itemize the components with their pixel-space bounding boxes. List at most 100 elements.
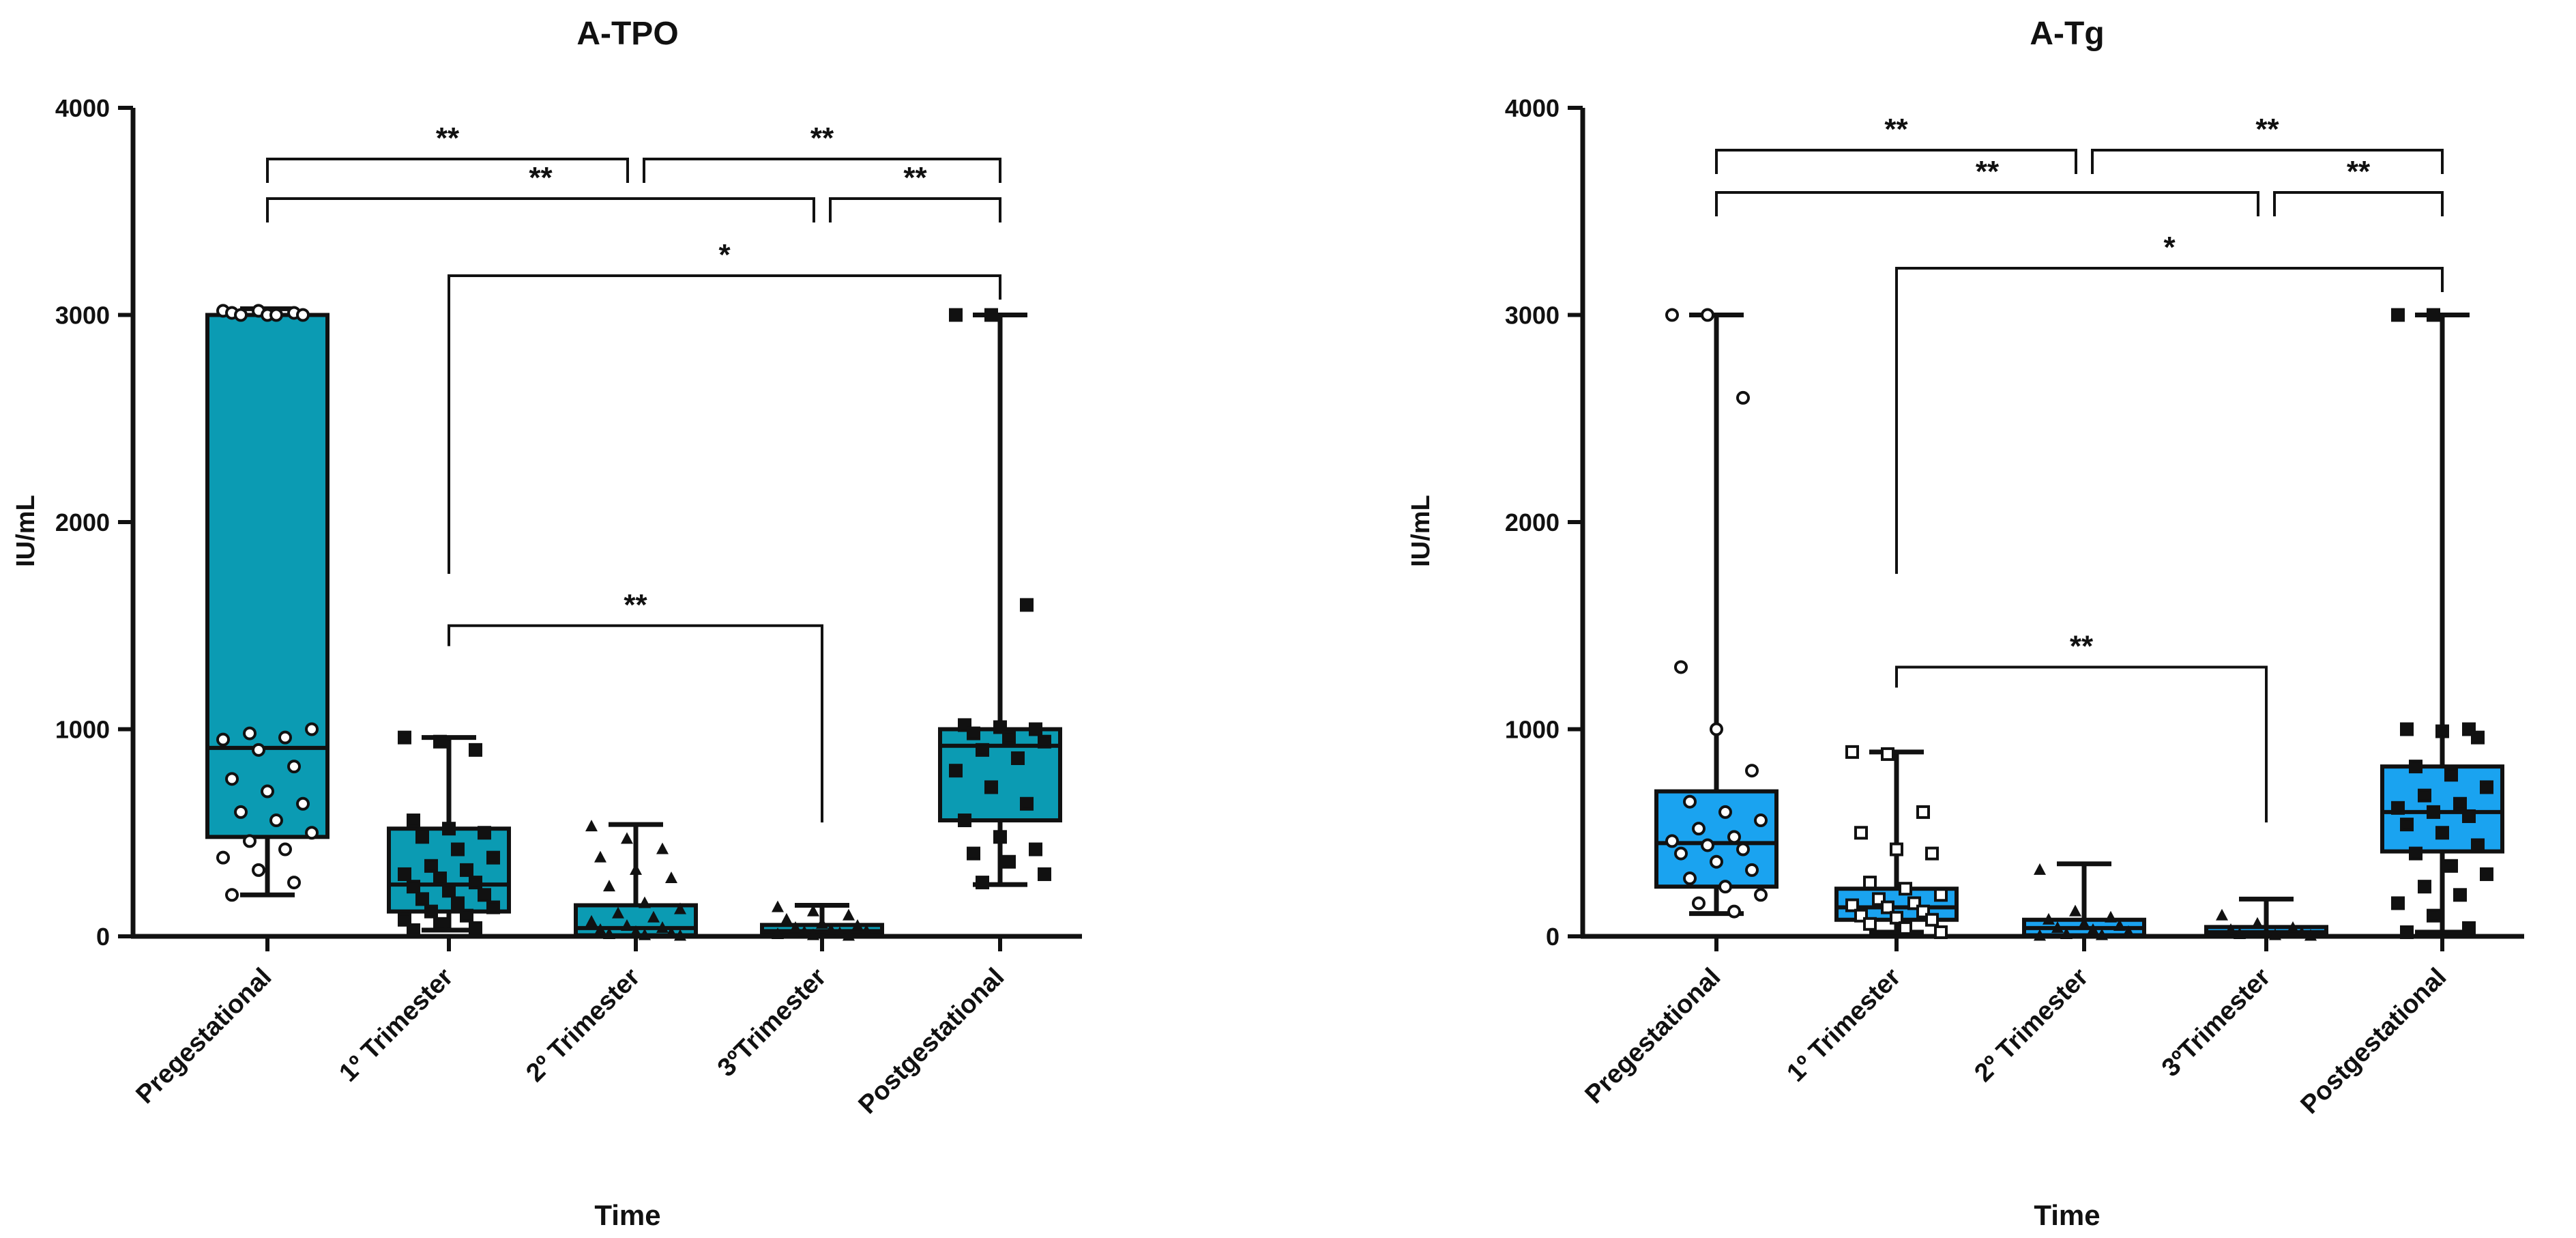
data-point bbox=[993, 830, 1007, 844]
data-point bbox=[451, 896, 465, 910]
panel-a-tpo: A-TPO IU/mL Time 01000200030004000Preges… bbox=[12, 16, 1082, 1231]
significance-label: ** bbox=[436, 121, 460, 155]
x-tick-label: 1º Trimester bbox=[334, 963, 458, 1088]
data-point bbox=[261, 784, 274, 798]
y-tick-label: 4000 bbox=[55, 94, 110, 122]
data-point bbox=[612, 906, 624, 919]
data-point bbox=[278, 730, 292, 745]
data-point bbox=[225, 772, 239, 786]
y-axis-label: IU/mL bbox=[12, 495, 40, 567]
data-point bbox=[2043, 912, 2055, 925]
data-point bbox=[1934, 888, 1948, 902]
y-tick-label: 2000 bbox=[1505, 508, 1560, 536]
data-point bbox=[1002, 854, 1016, 869]
significance-bracket bbox=[448, 274, 1001, 574]
y-tick-label: 3000 bbox=[55, 302, 110, 330]
data-point bbox=[860, 924, 873, 936]
data-point bbox=[603, 927, 615, 939]
data-point bbox=[442, 884, 456, 898]
data-point bbox=[1925, 846, 1939, 861]
data-point bbox=[843, 908, 855, 921]
data-point bbox=[305, 722, 319, 736]
y-tick-label: 4000 bbox=[1505, 94, 1560, 122]
data-point bbox=[2435, 724, 2449, 738]
chart-title: A-TPO bbox=[576, 16, 678, 52]
data-point bbox=[2427, 908, 2440, 923]
data-point bbox=[807, 904, 819, 917]
box-group bbox=[2380, 308, 2504, 939]
significance-bracket bbox=[266, 158, 629, 183]
data-point bbox=[1683, 872, 1697, 886]
y-tick-label: 0 bbox=[96, 923, 110, 951]
box-group bbox=[205, 304, 330, 902]
data-point bbox=[1925, 912, 1939, 927]
data-point bbox=[216, 850, 230, 865]
data-point bbox=[949, 764, 963, 778]
y-axis-label: IU/mL bbox=[1407, 495, 1435, 567]
data-point bbox=[1890, 910, 1903, 925]
x-axis-label: Time bbox=[2034, 1199, 2100, 1231]
data-point bbox=[1736, 842, 1750, 856]
data-point bbox=[2409, 846, 2423, 861]
data-point bbox=[2453, 888, 2467, 902]
data-point bbox=[2480, 780, 2493, 794]
data-point bbox=[1736, 390, 1750, 405]
data-point bbox=[469, 876, 482, 890]
data-point bbox=[2480, 867, 2493, 881]
data-point bbox=[772, 927, 784, 939]
data-point bbox=[424, 859, 438, 873]
data-point bbox=[2113, 919, 2126, 931]
significance-label: ** bbox=[2255, 113, 2279, 146]
data-point bbox=[656, 842, 669, 854]
data-point bbox=[958, 814, 971, 828]
box-iqr bbox=[2380, 764, 2504, 854]
data-point bbox=[2462, 921, 2476, 935]
data-point bbox=[398, 912, 411, 927]
data-point bbox=[234, 805, 248, 819]
data-point bbox=[287, 876, 301, 890]
data-point bbox=[772, 900, 784, 912]
data-point bbox=[1745, 764, 1759, 778]
data-point bbox=[1745, 863, 1759, 877]
data-point bbox=[460, 908, 473, 923]
data-point bbox=[2051, 921, 2064, 933]
data-point bbox=[2260, 925, 2272, 937]
data-point bbox=[2251, 917, 2264, 929]
data-point bbox=[469, 743, 482, 757]
significance-label: ** bbox=[903, 161, 927, 195]
data-point bbox=[1674, 846, 1688, 861]
data-point bbox=[993, 720, 1007, 734]
x-axis-label: Time bbox=[594, 1199, 660, 1231]
data-point bbox=[1674, 660, 1688, 674]
data-point bbox=[621, 919, 633, 931]
data-point bbox=[967, 846, 980, 861]
data-point bbox=[1020, 598, 1034, 612]
data-point bbox=[2400, 925, 2414, 939]
data-point bbox=[451, 842, 465, 856]
data-point bbox=[621, 832, 633, 844]
significance-label: ** bbox=[1884, 113, 1908, 146]
x-tick-label: 1º Trimester bbox=[1781, 963, 1906, 1088]
data-point bbox=[216, 732, 230, 747]
data-point bbox=[2069, 904, 2081, 917]
data-point bbox=[278, 842, 292, 856]
data-point bbox=[780, 912, 793, 925]
significance-bracket bbox=[1715, 149, 2077, 174]
box-group bbox=[1654, 308, 1779, 919]
data-point bbox=[1899, 882, 1912, 896]
data-point bbox=[2234, 927, 2246, 939]
data-point bbox=[2060, 927, 2073, 939]
data-point bbox=[851, 919, 864, 931]
data-point bbox=[1916, 805, 1930, 819]
data-point bbox=[1029, 722, 1042, 736]
data-point bbox=[234, 308, 248, 322]
data-point bbox=[2418, 880, 2431, 894]
data-point bbox=[585, 915, 598, 927]
data-point bbox=[2453, 796, 2467, 811]
x-tick-label: 3ºTrimester bbox=[712, 963, 832, 1083]
box-group bbox=[2022, 861, 2146, 941]
data-point bbox=[639, 928, 651, 940]
data-point bbox=[1011, 751, 1025, 765]
data-point bbox=[287, 760, 301, 774]
significance-label: ** bbox=[624, 588, 647, 622]
